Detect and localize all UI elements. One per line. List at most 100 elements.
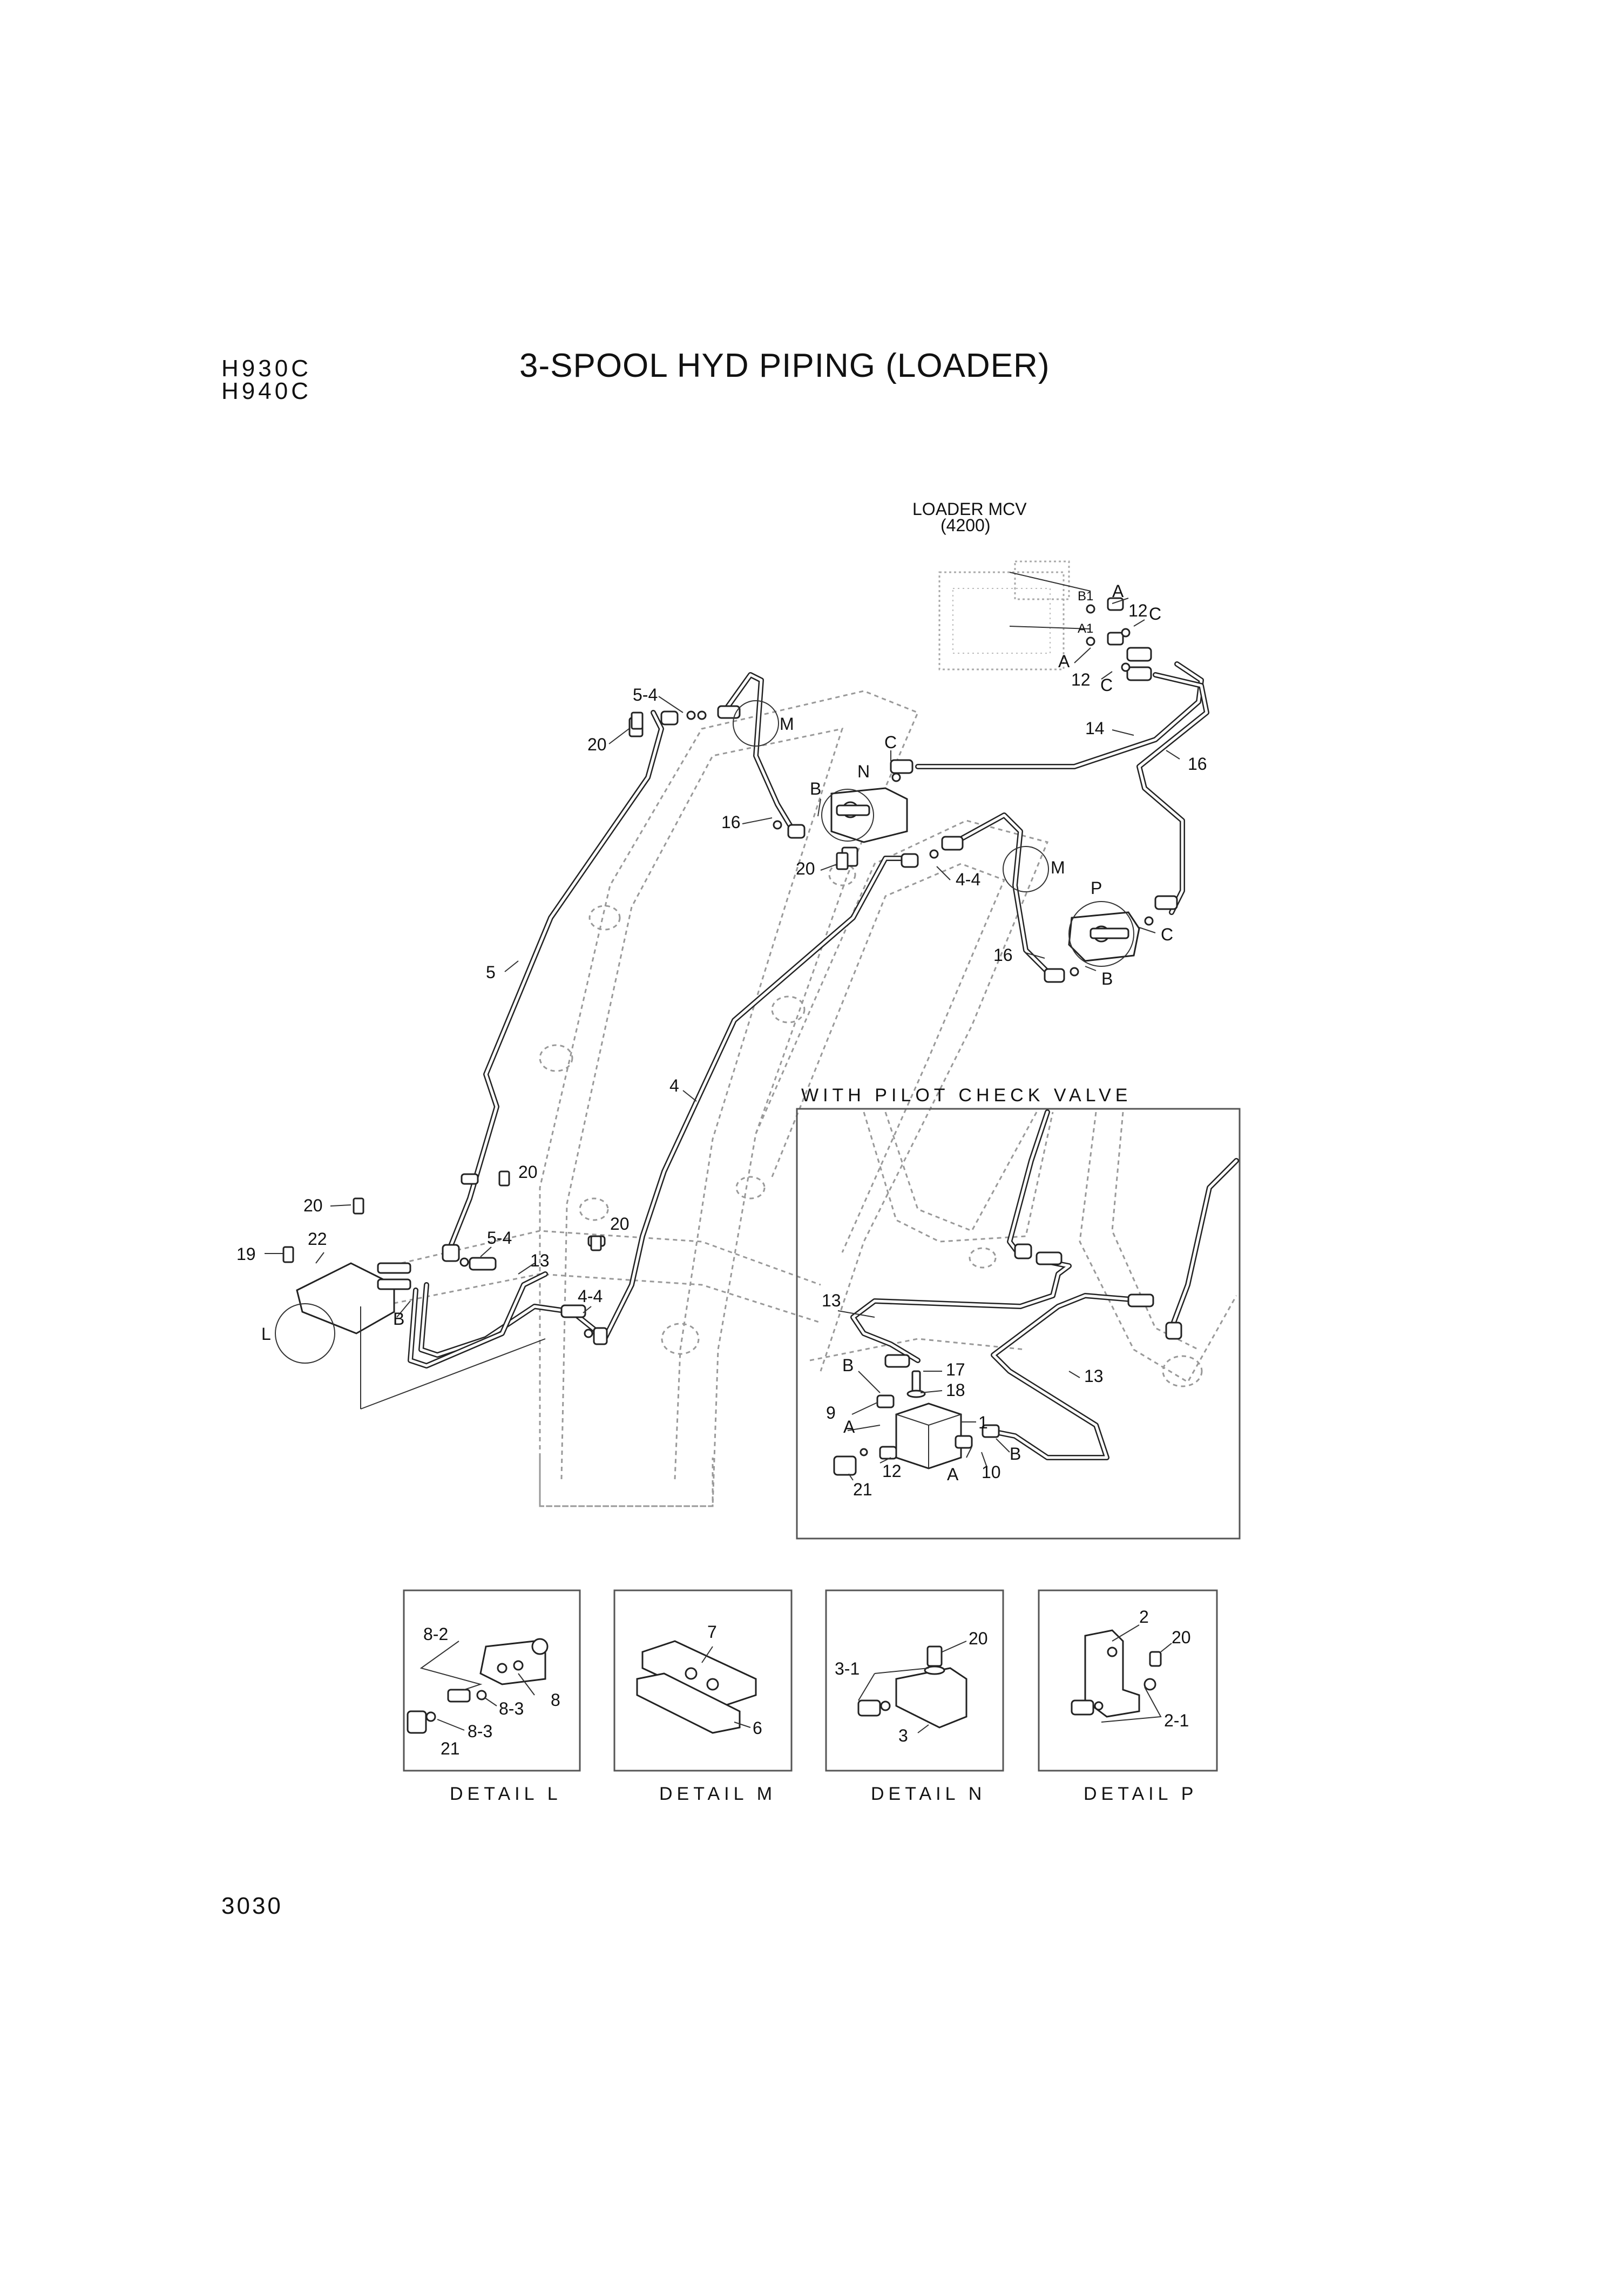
pilot-callout-12: 12 [882,1461,902,1481]
callout-20-top: 20 [587,735,607,754]
mcv-code: (4200) [940,516,991,535]
pilot-callout-13-a: 13 [822,1291,841,1310]
bracket-n [830,787,908,843]
callout-c-bot: C [1100,675,1113,695]
model-code-2: H940C [221,378,312,404]
detail-p-label-2: 2 [1139,1607,1149,1627]
detail-l-label-8-3b: 8-3 [468,1722,492,1741]
pilot-box-leaders [837,1310,1080,1481]
detail-p-label-2-1: 2-1 [1164,1711,1189,1730]
callout-p: P [1091,878,1102,898]
pipe-4 [602,856,915,1342]
callout-12-top: 12 [1128,601,1148,620]
detail-circle-n [821,789,874,842]
pipe-5-upper [721,672,796,834]
callout-b-mid: B [810,779,821,798]
pilot-callout-1: 1 [978,1413,988,1432]
pilot-box-title: WITH PILOT CHECK VALVE [801,1085,1132,1106]
loader-frame-ghost [377,690,1049,1507]
callout-4: 4 [669,1076,679,1095]
detail-p-label-20: 20 [1172,1628,1191,1647]
callout-b-left: B [393,1309,404,1329]
callout-a-bot: A [1058,652,1070,671]
pilot-callout-a-1: A [843,1417,855,1437]
pipe-14 [915,661,1204,769]
pilot-box-pipes [850,1109,1239,1460]
pipe-13 [408,1271,602,1368]
detail-l-box [403,1589,581,1772]
callout-20-mid: 20 [796,859,815,878]
callout-20-b: 20 [610,1214,630,1234]
detail-circle-m-left [733,700,779,747]
detail-n-label-3: 3 [898,1726,908,1745]
detail-circle-l [275,1303,335,1364]
detail-m-label-6: 6 [753,1718,762,1738]
callout-m-right: M [1051,858,1065,877]
pilot-callout-13-b: 13 [1084,1366,1104,1386]
callout-5: 5 [486,963,496,982]
detail-p-box [1038,1589,1218,1772]
pilot-callout-b-2: B [1010,1444,1021,1464]
model-code-1: H930C [221,355,312,382]
detail-m-label-7: 7 [707,1622,717,1642]
pilot-callout-9: 9 [826,1403,836,1422]
detail-l-label-21: 21 [441,1739,460,1758]
detail-l-label-8-3a: 8-3 [499,1699,524,1718]
bolt-20s [282,712,849,1263]
pipe-16-right [1136,672,1209,915]
pilot-callout-21: 21 [853,1480,872,1499]
pilot-check-valve-box [796,1108,1241,1540]
mcv-port-a1: A1 [1078,621,1093,636]
callout-12-bot: 12 [1071,670,1091,689]
callout-4-4-top: 4-4 [956,870,980,889]
detail-n-label-3-1: 3-1 [835,1659,860,1678]
callout-13: 13 [530,1251,550,1270]
pilot-callout-17: 17 [946,1360,965,1379]
pilot-callout-a-2: A [947,1465,959,1484]
pilot-callout-18: 18 [946,1380,965,1400]
pilot-box-ghost-frame [809,1112,1237,1387]
detail-n-label-20: 20 [969,1629,988,1648]
detail-circle-p [1068,901,1134,967]
pipe-5 [445,710,664,1255]
detail-p-caption: DETAIL P [1084,1784,1197,1804]
detail-m-caption: DETAIL M [659,1784,776,1804]
detail-l-caption: DETAIL L [450,1784,562,1804]
pilot-check-valve-block [833,1370,1000,1476]
callout-c-top: C [1149,604,1161,624]
detail-n-caption: DETAIL N [871,1784,986,1804]
callout-16-mid: 16 [721,812,741,832]
detail-circle-m-right [1003,846,1049,892]
callout-c-right: C [1161,925,1173,944]
callout-l: L [261,1324,271,1344]
page-number: 3030 [221,1893,283,1919]
callout-20-c: 20 [303,1196,323,1215]
mcv-port-b1: B1 [1078,589,1093,604]
callout-20-a: 20 [518,1162,538,1182]
callout-5-4-bot: 5-4 [487,1228,512,1248]
page-title: 3-SPOOL HYD PIPING (LOADER) [519,347,1050,384]
callout-a-top: A [1112,581,1124,601]
bracket-22 [296,1262,411,1334]
pilot-callout-b-1: B [842,1356,854,1375]
detail-m-box [613,1589,793,1772]
callout-4-4-bot: 4-4 [578,1286,603,1306]
callout-5-4-top: 5-4 [633,685,658,704]
callout-16-low: 16 [993,945,1013,965]
callout-22: 22 [308,1229,327,1249]
bracket-p [1068,911,1140,962]
callout-16-right: 16 [1188,754,1207,774]
detail-n-box [825,1589,1004,1772]
detail-l-label-8-2: 8-2 [423,1624,448,1644]
callout-n: N [857,762,870,781]
callout-b-low: B [1101,969,1113,988]
mcv-label: LOADER MCV [912,499,1027,519]
callout-14: 14 [1085,719,1105,738]
callout-m-left: M [780,714,794,734]
callout-c-mid: C [884,733,897,752]
pilot-callout-10: 10 [982,1462,1001,1482]
callout-19: 19 [236,1244,256,1264]
detail-l-label-8: 8 [551,1690,560,1710]
loader-mcv-block [938,560,1091,670]
